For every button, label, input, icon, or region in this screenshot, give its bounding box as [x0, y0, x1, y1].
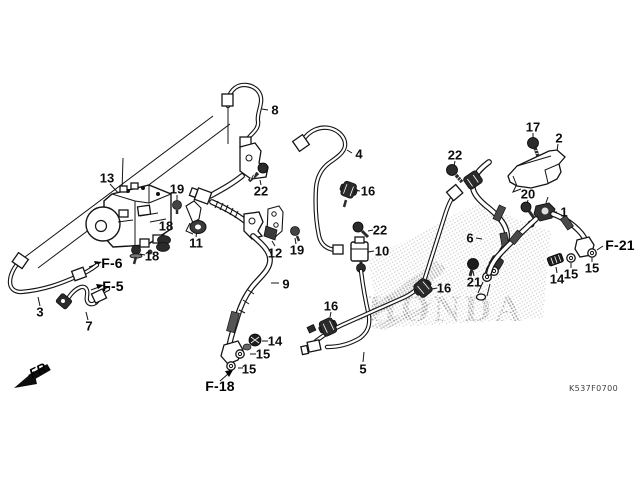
ref-label-f-18-2: F-18 [205, 378, 235, 394]
washer-15 [566, 253, 576, 263]
banjo-fitting-hose9 [220, 340, 244, 365]
pipe-8 [221, 82, 264, 148]
part-label-5-16: 5 [359, 361, 367, 377]
part-label-19-11: 19 [289, 242, 305, 258]
ref-label-f-21-3: F-21 [605, 237, 635, 253]
part-label-14-27: 14 [549, 271, 565, 287]
bolt-22a [247, 162, 269, 183]
pipe-4 [291, 125, 348, 255]
diagram-code: K537F0700 [569, 384, 619, 393]
part-label-21-22: 21 [466, 274, 482, 290]
part-label-16-8: 16 [360, 183, 376, 199]
part-label-11-4: 11 [189, 235, 203, 251]
part-label-16-14: 16 [436, 280, 452, 296]
watermark-text: HONDA [368, 289, 526, 330]
bolt-22c [446, 164, 464, 184]
honda-wing-icon [350, 261, 447, 322]
mount-rubber-18 [156, 235, 171, 252]
part-label-15-19: 15 [241, 361, 257, 377]
washer-15 [587, 248, 597, 258]
bolt-22b [352, 221, 370, 239]
part-label-1-26: 1 [560, 204, 568, 220]
part-label-17-23: 17 [525, 119, 541, 135]
part-label-20-25: 20 [520, 186, 536, 202]
part-label-15-28: 15 [563, 266, 579, 282]
part-label-10-13: 10 [374, 243, 390, 259]
heat-guard-2 [507, 149, 566, 193]
part-label-14-17: 14 [267, 333, 283, 349]
bolt-19-left [172, 200, 182, 214]
clamp-16-top [339, 180, 358, 208]
bolt-20 [520, 201, 536, 219]
part-label-22-9: 22 [372, 222, 388, 238]
elbow-joint-pipe8 [239, 142, 269, 183]
bolt-17 [527, 137, 540, 157]
f5-arrow-icon [90, 284, 104, 291]
bolt-21 [467, 258, 479, 277]
part-label-19-1: 19 [169, 181, 185, 197]
hose-9-assembly [188, 173, 273, 371]
screw-18 [129, 245, 143, 265]
part-label-16-15: 16 [323, 298, 339, 314]
part-label-9-12: 9 [282, 276, 290, 292]
part-label-18-2: 18 [158, 218, 174, 234]
honda-wing-lower-stroke [366, 299, 432, 330]
bolt-19-right [290, 226, 301, 242]
part-label-22-5: 22 [253, 183, 269, 199]
washer-15 [235, 349, 245, 359]
clamp-16-bottom [306, 317, 338, 337]
oil-bolt-14-right [546, 253, 564, 267]
part-label-15-18: 15 [255, 346, 271, 362]
part-label-18-3: 18 [144, 248, 160, 264]
part-label-22-20: 22 [447, 147, 463, 163]
oil-bolt-14 [242, 333, 262, 351]
f18-arrow-icon [219, 370, 233, 382]
part-label-4-7: 4 [355, 146, 363, 162]
part-label-8-6: 8 [271, 102, 279, 118]
ref-label-f-5-1: F-5 [102, 278, 124, 294]
part-label-13-0: 13 [99, 170, 115, 186]
clamp-16-mid [413, 278, 433, 298]
fr-arrow-head [14, 371, 37, 388]
part-label-6-21: 6 [466, 230, 474, 246]
bracket-12 [263, 205, 284, 241]
part-label-12-10: 12 [267, 245, 283, 261]
pipe-7 [55, 284, 111, 310]
part-label-7-31: 7 [85, 318, 93, 334]
ref-label-f-6-0: F-6 [101, 255, 123, 271]
washer-15 [226, 361, 236, 371]
part-label-15-29: 15 [584, 260, 600, 276]
right-brake-hose [486, 211, 597, 276]
part-label-2-24: 2 [555, 130, 563, 146]
pipe-3 [7, 251, 100, 295]
part-label-3-30: 3 [36, 304, 44, 320]
